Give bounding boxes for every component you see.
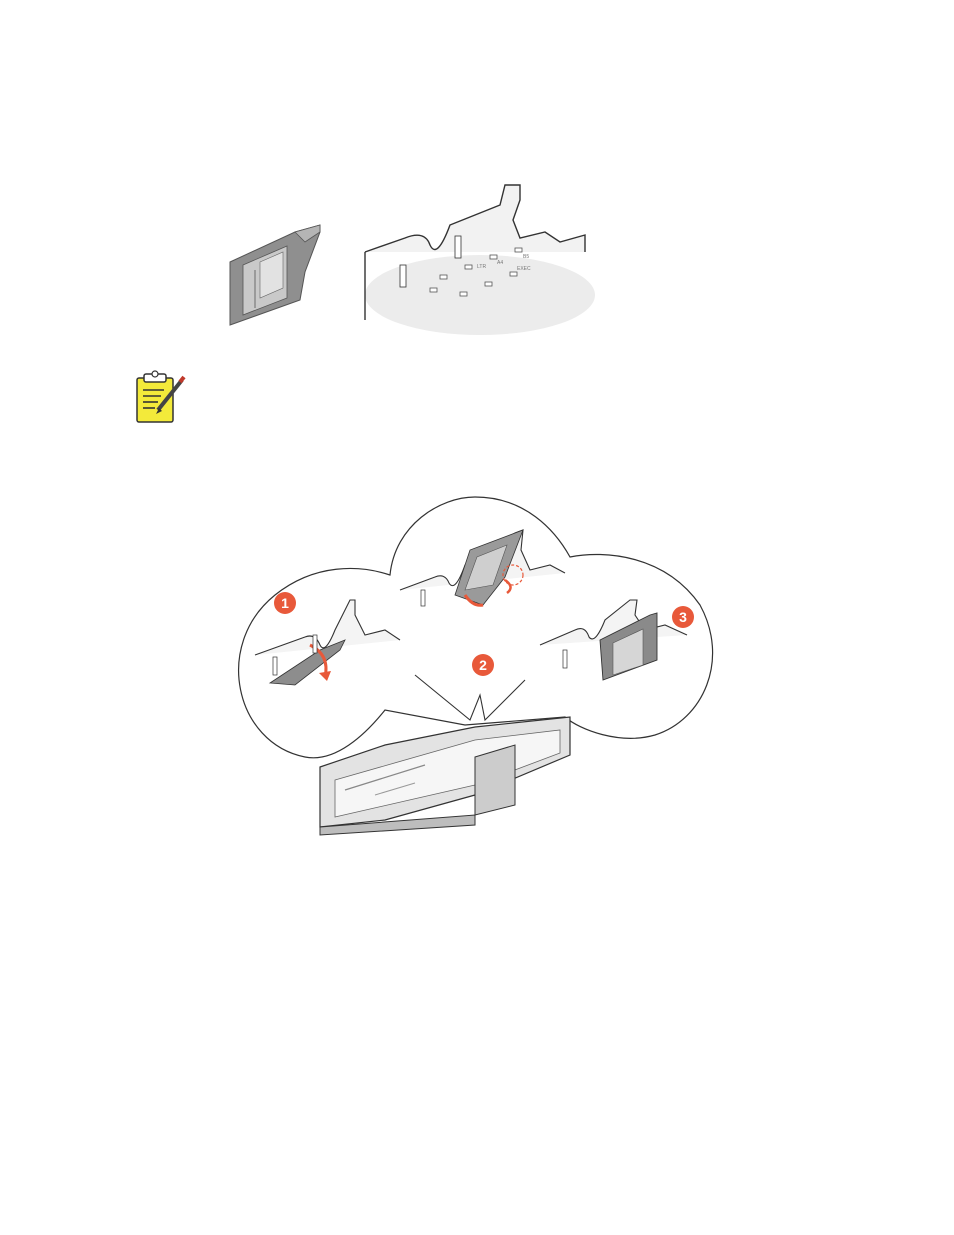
tray-marking-exec: EXEC <box>517 266 531 272</box>
tray-marking-b5: B5 <box>523 254 529 260</box>
tray-parts-illustration: A4 B5 LTR EXEC <box>215 180 605 340</box>
paper-guide-part <box>230 225 320 325</box>
tray-section: A4 B5 LTR EXEC <box>365 185 595 335</box>
tray-marking-a4: A4 <box>497 260 503 266</box>
step-badge-1: 1 <box>274 592 296 614</box>
svg-text:3: 3 <box>679 609 687 625</box>
svg-text:2: 2 <box>479 657 487 673</box>
note-clipboard-pencil-icon <box>134 368 190 426</box>
svg-text:1: 1 <box>281 595 289 611</box>
step-badge-2: 2 <box>472 654 494 676</box>
step-badge-3: 3 <box>672 606 694 628</box>
tray-marking-ltr: LTR <box>477 264 486 270</box>
guide-install-steps-illustration: 1 2 3 <box>225 495 720 840</box>
